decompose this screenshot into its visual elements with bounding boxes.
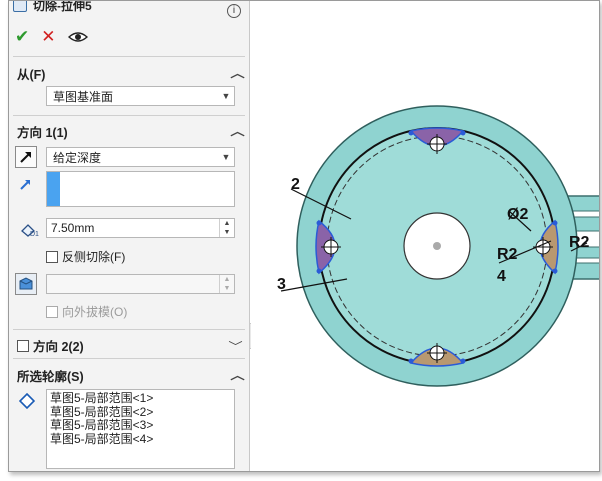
end-condition-value: 给定深度	[53, 150, 102, 165]
direction2-checkbox[interactable]: 方向 2(2)	[17, 336, 84, 355]
separator	[13, 56, 245, 57]
spin-down-icon[interactable]: ▼	[223, 229, 231, 236]
info-icon[interactable]: i	[227, 4, 241, 18]
depth-icon: D1	[19, 221, 39, 240]
direction1-label: 方向 1(1)	[17, 125, 68, 140]
expand-chevron-icon[interactable]: ﹀	[228, 341, 243, 353]
dimension-labels: 2 3 Ø2 R2 R2 4	[277, 176, 590, 293]
separator	[13, 329, 245, 330]
dim-label[interactable]: R2	[497, 246, 518, 263]
from-section-header[interactable]: 从(F) ︿	[17, 64, 245, 82]
contours-label: 所选轮廓(S)	[17, 369, 84, 384]
direction-vector-icon	[19, 177, 33, 194]
contour-diamond-icon	[18, 392, 36, 412]
contours-list[interactable]: 草图5-局部范围<1> 草图5-局部范围<2> 草图5-局部范围<3> 草图5-…	[46, 389, 235, 469]
depth-input[interactable]: 7.50mm ▲ ▼	[46, 218, 235, 238]
depth-value: 7.50mm	[51, 221, 95, 235]
dim-label[interactable]: Ø2	[507, 206, 528, 223]
dim-label[interactable]: 4	[497, 268, 506, 285]
from-section-label: 从(F)	[17, 67, 46, 82]
draft-outward-label: 向外拔模(O)	[62, 305, 128, 319]
collapse-chevron-icon[interactable]: ︿	[230, 126, 245, 138]
dim-label[interactable]: 3	[277, 276, 286, 293]
feature-title-bar: 切除-拉伸5	[13, 0, 92, 14]
property-manager: 切除-拉伸5 i ✔ ✕ 从(F) ︿ 草图基准面 ▼ 方向 1(1) ︿	[9, 0, 250, 471]
dim-label[interactable]: 2	[291, 176, 300, 193]
selection-color-bar	[47, 172, 60, 206]
spin-up-icon[interactable]: ▲	[223, 220, 231, 227]
list-item[interactable]: 草图5-局部范围<4>	[50, 431, 154, 446]
pocket-top	[409, 127, 465, 154]
reverse-direction-icon[interactable]	[15, 146, 37, 168]
list-item[interactable]: 草图5-局部范围<3>	[50, 418, 154, 432]
dim-label[interactable]: R2	[569, 234, 590, 251]
draft-angle-input[interactable]: ▲ ▼	[46, 274, 235, 294]
cancel-x-icon[interactable]: ✕	[41, 27, 56, 46]
contours-section-header[interactable]: 所选轮廓(S) ︿	[17, 366, 245, 384]
spin-down-icon[interactable]: ▼	[223, 285, 231, 292]
separator	[13, 358, 245, 359]
svg-text:D1: D1	[30, 231, 39, 237]
direction2-label: 方向 2(2)	[33, 340, 84, 354]
flip-side-label: 反侧切除(F)	[62, 250, 126, 264]
preview-eye-icon[interactable]	[67, 31, 88, 43]
cut-extrude-window: 切除-拉伸5 i ✔ ✕ 从(F) ︿ 草图基准面 ▼ 方向 1(1) ︿	[8, 0, 600, 472]
model-view[interactable]: 2 3 Ø2 R2 R2 4	[251, 1, 600, 472]
collapse-chevron-icon[interactable]: ︿	[230, 68, 245, 80]
flip-side-checkbox[interactable]: 反侧切除(F)	[46, 248, 125, 265]
end-condition-select[interactable]: 给定深度 ▼	[46, 147, 235, 167]
draft-outward-checkbox[interactable]: 向外拔模(O)	[46, 303, 127, 320]
checkbox-box[interactable]	[17, 339, 29, 352]
draft-toggle-icon[interactable]	[15, 273, 37, 295]
list-item[interactable]: 草图5-局部范围<1>	[50, 391, 154, 405]
checkbox-box[interactable]	[46, 305, 58, 318]
cut-extrude-icon	[13, 1, 27, 12]
draft-spinner[interactable]: ▲ ▼	[219, 275, 234, 293]
graphics-viewport[interactable]: 2 3 Ø2 R2 R2 4	[251, 1, 599, 471]
from-select[interactable]: 草图基准面 ▼	[46, 86, 235, 106]
from-select-value: 草图基准面	[53, 89, 114, 104]
separator	[13, 115, 245, 116]
direction1-section-header[interactable]: 方向 1(1) ︿	[17, 122, 245, 140]
depth-spinner[interactable]: ▲ ▼	[219, 219, 234, 237]
spin-up-icon[interactable]: ▲	[223, 276, 231, 283]
list-item[interactable]: 草图5-局部范围<2>	[50, 404, 154, 419]
checkbox-box[interactable]	[46, 250, 58, 263]
action-bar: ✔ ✕	[15, 27, 88, 47]
feature-title: 切除-拉伸5	[33, 0, 92, 13]
chevron-down-icon[interactable]: ▼	[221, 91, 231, 101]
chevron-down-icon[interactable]: ▼	[221, 152, 231, 162]
direction-reference-field[interactable]	[46, 171, 235, 207]
ok-check-icon[interactable]: ✔	[15, 27, 30, 46]
collapse-chevron-icon[interactable]: ︿	[230, 370, 245, 382]
